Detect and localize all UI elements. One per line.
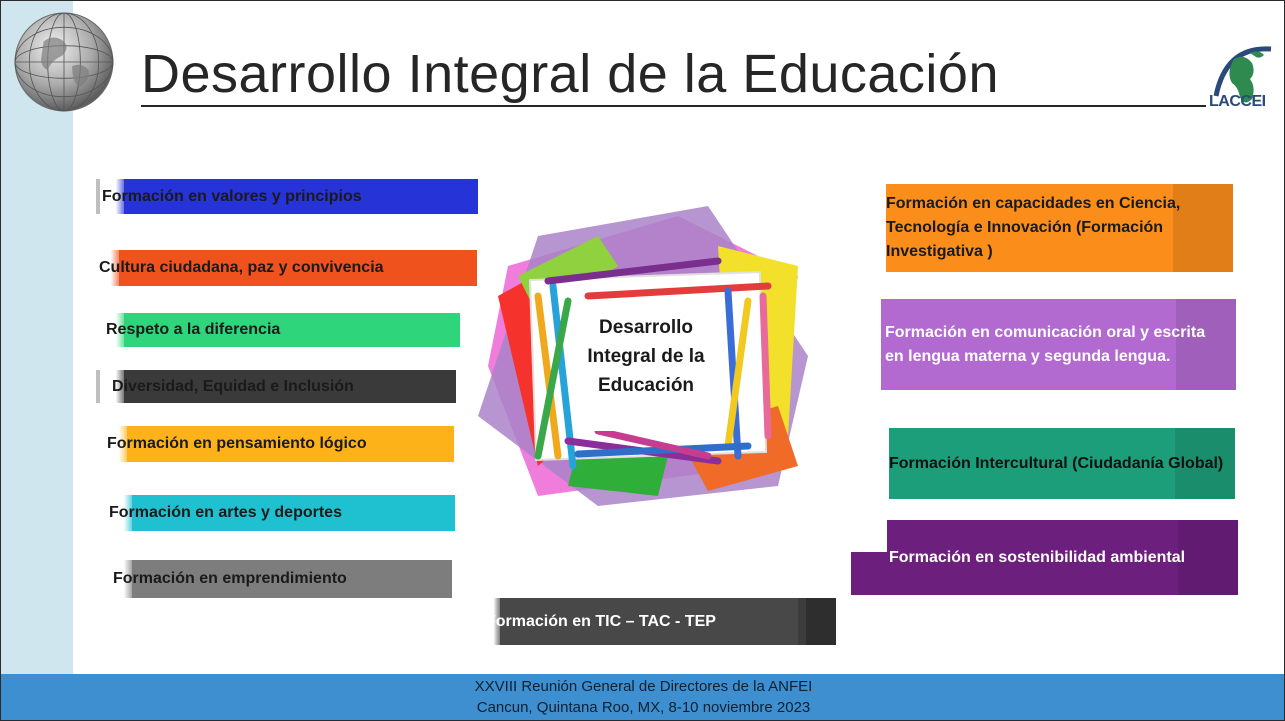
item-intercultural: Formación Intercultural (Ciudadanía Glob… [849, 428, 1235, 499]
item-emprendimiento: Formación en emprendimiento [104, 560, 452, 598]
globe-icon [14, 12, 114, 112]
item-valores: Formación en valores y principios [96, 179, 478, 214]
footer-bar: XXVIII Reunión General de Directores de … [1, 674, 1284, 720]
item-ciencia: Formación en capacidades en Ciencia, Tec… [846, 184, 1233, 272]
logo-text: LACCEI [1209, 93, 1266, 110]
pencils-paper-icon [478, 206, 808, 506]
laccei-logo-icon [1213, 46, 1272, 103]
item-sostenibilidad: Formación en sostenibilidad ambiental [851, 520, 1238, 595]
center-label: Desarrollo Integral de la Educación [587, 317, 705, 396]
item-cultura: Cultura ciudadana, paz y convivencia [91, 250, 477, 286]
title-underline [141, 105, 1206, 107]
item-respeto: Respeto a la diferencia [96, 313, 460, 347]
item-artes: Formación en artes y deportes [104, 495, 455, 531]
left-strip [1, 1, 73, 674]
footer-line-1: XXVIII Reunión General de Directores de … [474, 678, 813, 695]
item-pensamiento: Formación en pensamiento lógico [99, 426, 454, 462]
footer-line-2: Cancun, Quintana Roo, MX, 8-10 noviembre… [476, 699, 811, 716]
page-title: Desarrollo Integral de la Educación [141, 44, 999, 104]
item-comunicacion: Formación en comunicación oral y escrita… [849, 299, 1236, 390]
item-diversidad: Diversidad, Equidad e Inclusión [96, 370, 456, 403]
item-tic: Formación en TIC – TAC - TEP [478, 598, 836, 645]
